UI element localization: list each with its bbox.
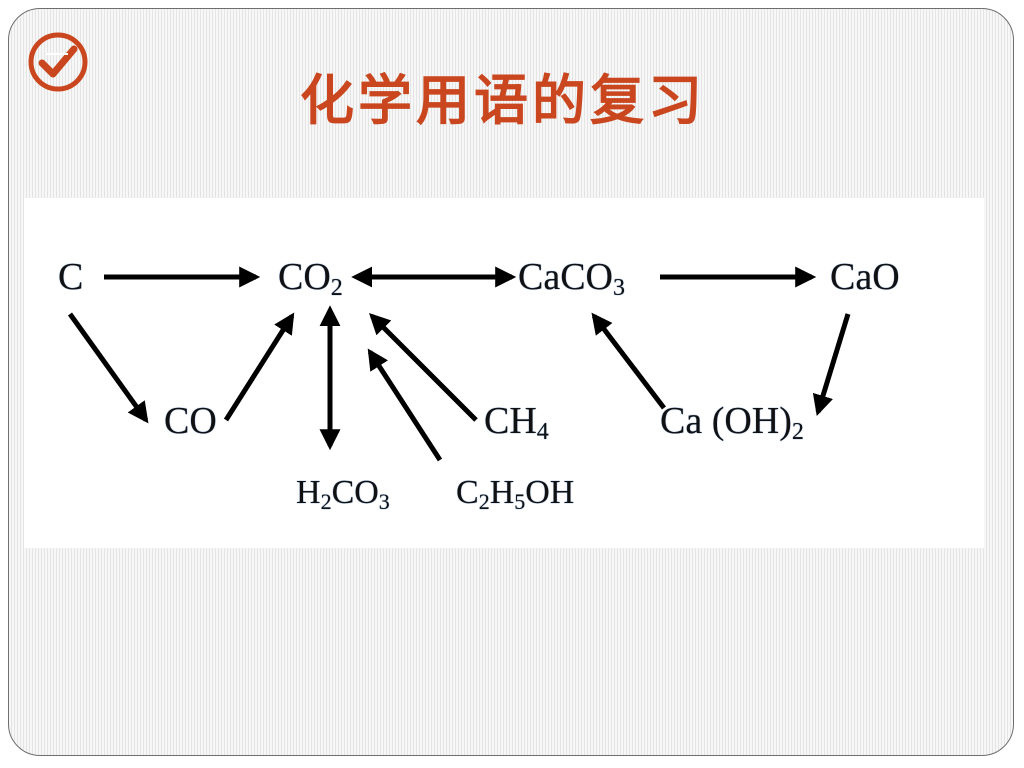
- formula-c: C: [58, 256, 84, 298]
- arrow-c2h5oh-to-co2: [367, 348, 443, 462]
- formula-co2: CO2: [278, 256, 343, 301]
- formula-ca-oh-2: Ca (OH)2: [660, 400, 804, 445]
- arrow-c-to-co: [67, 312, 149, 424]
- arrow-co-to-co2: [223, 312, 295, 422]
- formula-h2co3: H2CO3: [296, 474, 390, 514]
- arrow-caoh2-to-caco3: [591, 312, 666, 410]
- arrow-ch4-to-co2: [369, 313, 478, 422]
- formula-caco3: CaCO3: [518, 256, 625, 301]
- slide-title: 化学用语的复习: [300, 69, 706, 132]
- logo-badge-icon: [28, 32, 88, 92]
- formula-c2h5oh: C2H5OH: [456, 474, 575, 514]
- reaction-diagram-panel: [24, 198, 984, 548]
- arrow-cao-to-caoh2: [812, 313, 851, 417]
- formula-cao: CaO: [830, 256, 900, 298]
- formula-co: CO: [164, 400, 217, 442]
- formula-ch4: CH4: [484, 400, 549, 445]
